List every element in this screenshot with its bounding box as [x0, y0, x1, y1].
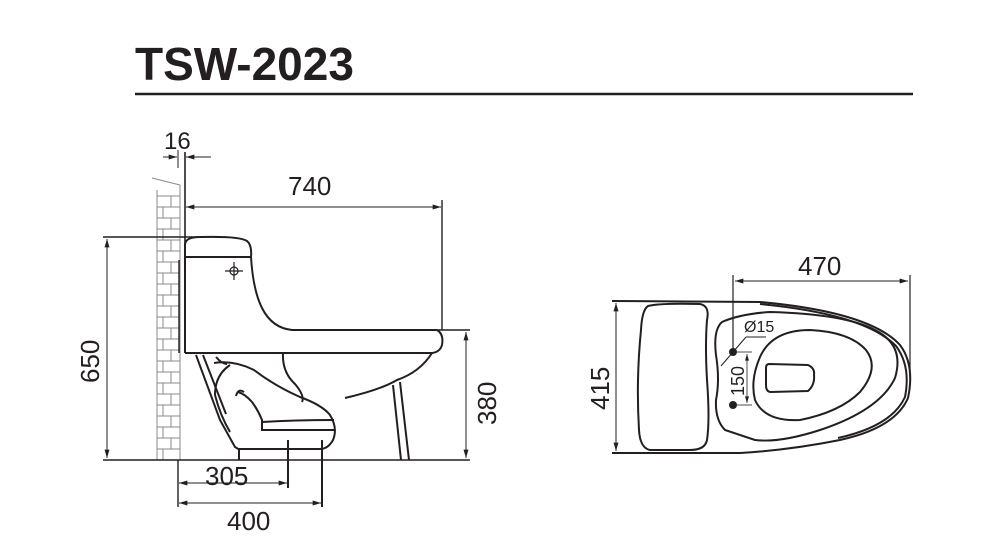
dim-hole-spacing-label: 150: [728, 366, 748, 396]
dim-length: 740: [185, 171, 443, 330]
dim-hole-diameter: Ø15: [720, 319, 774, 367]
dim-rough-in: 305: [177, 460, 287, 507]
dim-seat-height-label: 380: [472, 382, 502, 425]
drawing-title: TSW-2023: [135, 38, 354, 90]
dim-seat-height: 380: [463, 332, 502, 458]
toilet-top-view: [611, 300, 912, 454]
dim-hole-diameter-label: Ø15: [744, 319, 774, 336]
dim-wall-gap-label: 16: [164, 128, 191, 155]
dim-base-depth-label: 400: [227, 506, 270, 536]
dim-width-label: 470: [798, 251, 841, 281]
tank-button-icon: [225, 262, 243, 280]
dim-depth-label: 415: [585, 367, 615, 410]
dim-hole-spacing: 150: [728, 351, 752, 406]
dim-height-label: 650: [75, 340, 105, 383]
dim-wall-gap: 16: [163, 128, 211, 168]
dim-height: 650: [75, 238, 110, 458]
dim-width: 470: [732, 251, 911, 380]
dim-length-label: 740: [288, 171, 331, 201]
dim-rough-in-label: 305: [205, 461, 248, 491]
brick-wall: [151, 177, 181, 460]
mounting-hole-bottom: [729, 401, 737, 409]
dim-depth: 415: [585, 303, 619, 451]
dim-base-depth: 400: [178, 500, 321, 536]
